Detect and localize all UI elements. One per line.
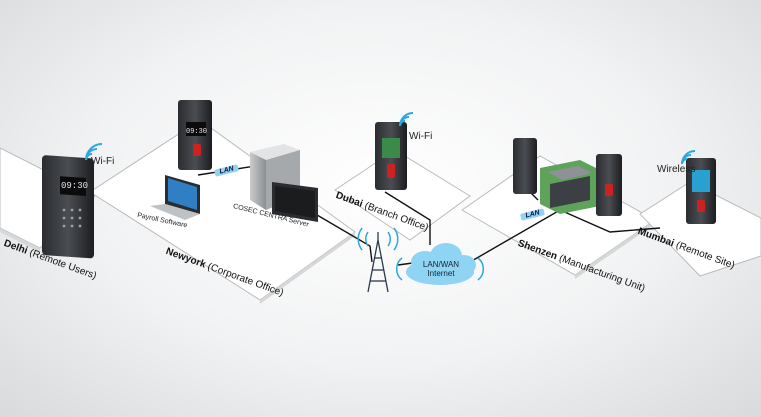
newyork-platform	[89, 119, 356, 304]
cloud-label-line1: LAN/WAN	[422, 260, 460, 269]
monitor-icon	[272, 182, 318, 222]
mumbai-platform	[639, 181, 761, 277]
newyork-access-device: 09:30	[178, 100, 212, 170]
delhi-device-time: 09:30	[61, 181, 88, 191]
newyork-device-time: 09:30	[186, 128, 207, 136]
mumbai-access-device	[686, 158, 716, 224]
cloud-icon	[406, 243, 476, 285]
cable-dubai-cloud	[384, 191, 431, 245]
dubai-access-device	[375, 122, 407, 190]
cloud-label: LAN/WAN Internet	[418, 260, 464, 278]
dubai-wifi-label: Wi-Fi	[409, 131, 433, 142]
delhi-wifi-label: Wi-Fi	[91, 156, 115, 167]
shenzen-controller	[540, 160, 600, 214]
mumbai-wifi-icon	[681, 150, 696, 165]
delhi-access-device: 09:30	[42, 155, 94, 259]
laptop-icon	[150, 175, 200, 220]
delhi-wifi-icon	[85, 143, 103, 161]
shenzen-reader-right	[596, 154, 622, 216]
tower-signal-icon	[357, 227, 399, 251]
shenzen-reader-left	[513, 138, 537, 194]
cable-server-tower	[299, 204, 373, 263]
cable-cloud-shenzen	[469, 209, 661, 263]
mumbai-wireless-label: Wireless	[657, 164, 696, 175]
dubai-wifi-icon	[399, 112, 414, 127]
cloud-label-line2: Internet	[427, 269, 455, 278]
tower-icon	[367, 232, 389, 293]
cloud-signal-icon	[395, 257, 485, 281]
